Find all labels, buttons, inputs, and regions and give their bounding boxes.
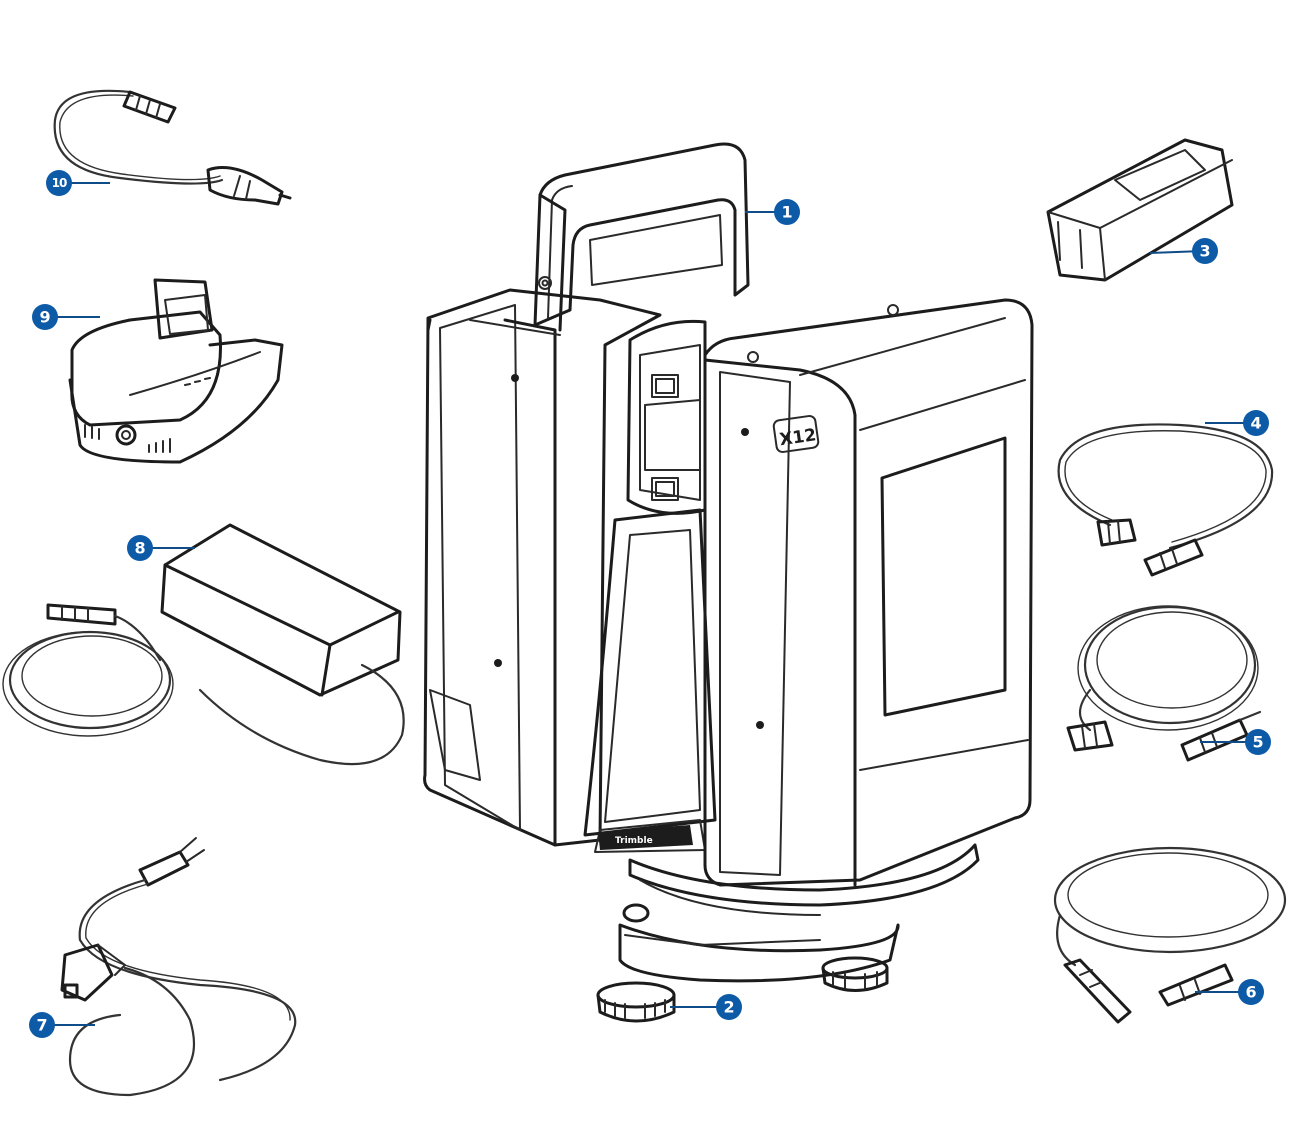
scanner-right-housing: X12	[703, 298, 1034, 887]
callout-2: 2	[716, 994, 742, 1020]
callout-10-number: 10	[52, 176, 67, 190]
ethernet-cable-long	[1066, 605, 1262, 762]
laser-scanner: Trimble X12	[423, 142, 1034, 1023]
callout-6: 6	[1238, 979, 1264, 1005]
callout-10: 10	[46, 170, 72, 196]
ethernet-cable-short	[1057, 423, 1274, 577]
callout-1-number: 1	[781, 203, 792, 222]
callout-5-number: 5	[1252, 733, 1263, 752]
leader-lines	[43, 182, 1254, 1026]
callout-7-number: 7	[36, 1016, 47, 1035]
callout-1: 1	[774, 199, 800, 225]
scanner-rotor: Trimble	[583, 319, 717, 853]
power-supply	[2, 523, 405, 766]
callout-7: 7	[29, 1012, 55, 1038]
battery	[1046, 138, 1234, 282]
battery-charger	[68, 278, 284, 464]
callout-4: 4	[1243, 410, 1269, 436]
lemo-cable	[1053, 846, 1287, 1024]
mains-cable	[60, 837, 297, 1097]
callout-3-number: 3	[1199, 242, 1210, 261]
callout-4-number: 4	[1250, 414, 1261, 433]
callout-3: 3	[1192, 238, 1218, 264]
callout-6-number: 6	[1245, 983, 1256, 1002]
brand-label: Trimble	[615, 836, 653, 846]
model-label: X12	[778, 425, 817, 450]
scanner-base	[596, 843, 980, 1023]
callout-8: 8	[127, 535, 153, 561]
callout-8-number: 8	[134, 539, 145, 558]
car-charger-cable	[53, 89, 292, 206]
callout-2-number: 2	[723, 998, 734, 1017]
scanner-left-housing	[423, 288, 662, 847]
callout-5: 5	[1245, 729, 1271, 755]
callout-9-number: 9	[39, 308, 50, 327]
callout-9: 9	[32, 304, 58, 330]
scanner-handle	[533, 142, 750, 332]
